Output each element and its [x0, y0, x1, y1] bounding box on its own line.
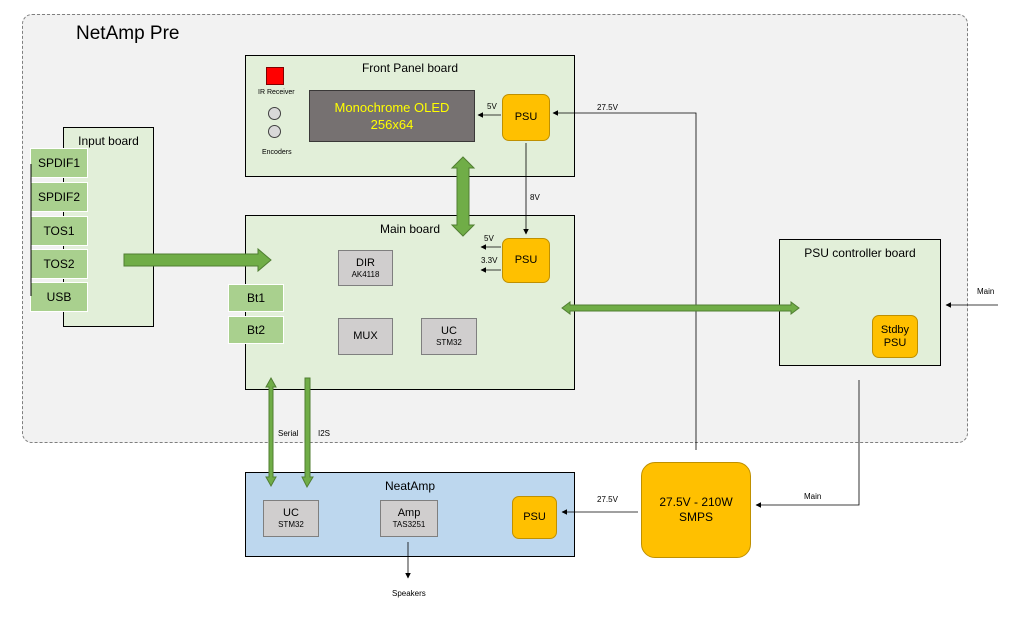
stdby-line1: Stdby: [880, 323, 910, 336]
bt1-module: Bt1: [228, 284, 284, 312]
main-3v3-label: 3.3V: [481, 256, 498, 265]
v27-top-label: 27.5V: [597, 103, 618, 112]
dir-chip: DIR AK4118: [338, 250, 393, 286]
input-board-title: Input board: [78, 134, 139, 148]
encoder-1-icon: [268, 107, 281, 120]
main-smps-line: [755, 380, 860, 508]
input-tos1: TOS1: [30, 216, 88, 246]
v8-label: 8V: [530, 193, 540, 202]
main-uc-chip: UC STM32: [421, 318, 477, 355]
serial-bus-arrow: [265, 376, 277, 488]
system-title: NetAmp Pre: [76, 23, 180, 44]
input-spdif1: SPDIF1: [30, 148, 88, 178]
input-usb: USB: [30, 282, 88, 312]
amp-label: Amp: [397, 507, 421, 519]
front-panel-title: Front Panel board: [361, 61, 459, 75]
main-psuctrl-bus-arrow: [561, 301, 800, 315]
main-smps-label: Main: [804, 492, 822, 501]
smps-unit: 27.5V - 210W SMPS: [641, 462, 751, 558]
v27-neatamp-label: 27.5V: [597, 495, 618, 504]
i2s-label: I2S: [318, 429, 331, 438]
encoder-2-icon: [268, 125, 281, 138]
smps-line1: 27.5V - 210W: [659, 495, 733, 509]
main-board-title: Main board: [379, 222, 441, 236]
ir-receiver-icon: [266, 67, 284, 85]
stdby-line2: PSU: [883, 336, 907, 349]
mux-chip: MUX: [338, 318, 393, 355]
mux-label: MUX: [353, 330, 378, 342]
serial-label: Serial: [278, 429, 299, 438]
input-to-main-arrow: [123, 247, 272, 273]
neatamp-uc-label: UC: [283, 507, 299, 519]
oled-voltage-label: 5V: [487, 102, 497, 111]
encoders-label: Encoders: [262, 149, 292, 156]
dir-part: AK4118: [351, 269, 380, 279]
i2s-bus-arrow: [301, 377, 314, 489]
front-panel-psu: PSU: [502, 94, 550, 141]
main-uc-label: UC: [441, 325, 457, 337]
psu-controller-board: PSU controller board: [779, 239, 941, 366]
neatamp-uc-part: STM32: [278, 520, 304, 529]
oled-display: Monochrome OLED 256x64: [309, 90, 475, 142]
v27-feed-line: [552, 110, 697, 450]
speakers-label: Speakers: [392, 589, 426, 598]
psu-controller-title: PSU controller board: [804, 246, 916, 260]
neatamp-uc-chip: UC STM32: [263, 500, 319, 537]
ir-receiver-label: IR Receiver: [258, 89, 295, 96]
neatamp-title: NeatAmp: [384, 479, 436, 493]
amp-chip: Amp TAS3251: [380, 500, 438, 537]
front-main-bus-arrow: [450, 156, 476, 237]
main-5v-label: 5V: [484, 234, 494, 243]
smps-line2: SMPS: [678, 510, 713, 524]
amp-part: TAS3251: [392, 520, 426, 529]
main-uc-part: STM32: [436, 338, 462, 347]
oled-line1: Monochrome OLED: [334, 100, 450, 115]
oled-line2: 256x64: [370, 117, 414, 132]
dir-label: DIR: [356, 256, 375, 269]
bt2-module: Bt2: [228, 316, 284, 344]
main-in-label: Main: [977, 287, 995, 296]
standby-psu: Stdby PSU: [872, 315, 918, 358]
neatamp-psu: PSU: [512, 496, 557, 539]
input-spdif2: SPDIF2: [30, 182, 88, 212]
input-tos2: TOS2: [30, 249, 88, 279]
main-board-psu: PSU: [502, 238, 550, 283]
